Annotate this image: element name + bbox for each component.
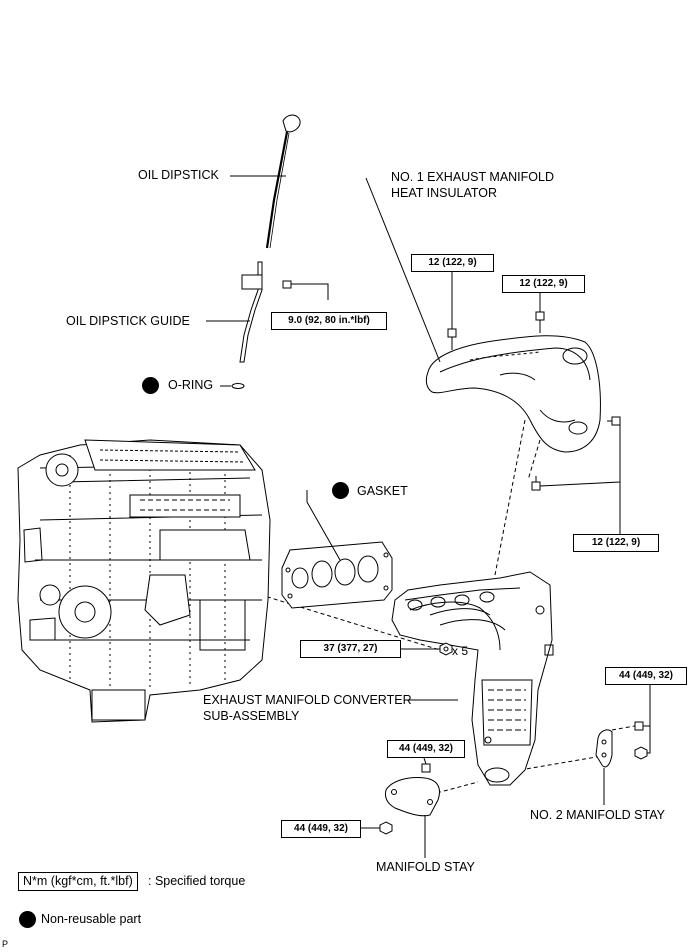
legend-nonreusable-description: Non-reusable part (41, 912, 142, 926)
legend-torque-unit: N*m (kgf*cm, ft.*lbf) (18, 872, 138, 891)
nonreusable-marker-o-ring (142, 377, 159, 394)
manifold-stay-part (379, 763, 440, 835)
manifold-nuts (439, 642, 453, 656)
manifold-stay-label: MANIFOLD STAY (376, 860, 475, 874)
heat-insulator-label-line1: NO. 1 EXHAUST MANIFOLD (391, 170, 554, 184)
gasket-part (281, 541, 393, 609)
heat-insulator-part (425, 335, 601, 453)
torque-box-insulator-right: 12 (122, 9) (502, 275, 585, 293)
quantity-label: x 5 (452, 644, 469, 658)
converter-label-line1: EXHAUST MANIFOLD CONVERTER (203, 693, 412, 707)
torque-box-no2-stay: 44 (449, 32) (605, 667, 687, 685)
torque-box-stay-upper: 44 (449, 32) (387, 740, 465, 758)
converter-label-line2: SUB-ASSEMBLY (203, 709, 300, 723)
nonreusable-marker-gasket (332, 482, 349, 499)
heat-insulator-label-line2: HEAT INSULATOR (391, 186, 498, 200)
oil-dipstick-guide-label: OIL DIPSTICK GUIDE (66, 314, 190, 328)
oil-dipstick-label: OIL DIPSTICK (138, 168, 219, 182)
legend-torque-description: : Specified torque (148, 874, 246, 888)
no2-manifold-stay-label: NO. 2 MANIFOLD STAY (530, 808, 665, 822)
torque-box-dipstick-guide: 9.0 (92, 80 in.*lbf) (271, 312, 387, 330)
engine-block-part (17, 439, 271, 723)
o-ring-label: O-RING (168, 378, 214, 392)
o-ring-part (231, 383, 245, 389)
torque-box-manifold-nuts: 37 (377, 27) (300, 640, 401, 658)
gasket-label: GASKET (357, 484, 408, 498)
exhaust-manifold-converter-part (391, 571, 554, 786)
no2-manifold-stay-part (595, 721, 648, 768)
corner-mark: P (2, 939, 9, 949)
torque-box-insulator-lower: 12 (122, 9) (573, 534, 659, 552)
oil-dipstick-part (265, 114, 301, 249)
torque-box-stay-lower: 44 (449, 32) (281, 820, 361, 838)
legend-nonreusable-marker (19, 911, 36, 928)
torque-box-insulator-left: 12 (122, 9) (411, 254, 494, 272)
